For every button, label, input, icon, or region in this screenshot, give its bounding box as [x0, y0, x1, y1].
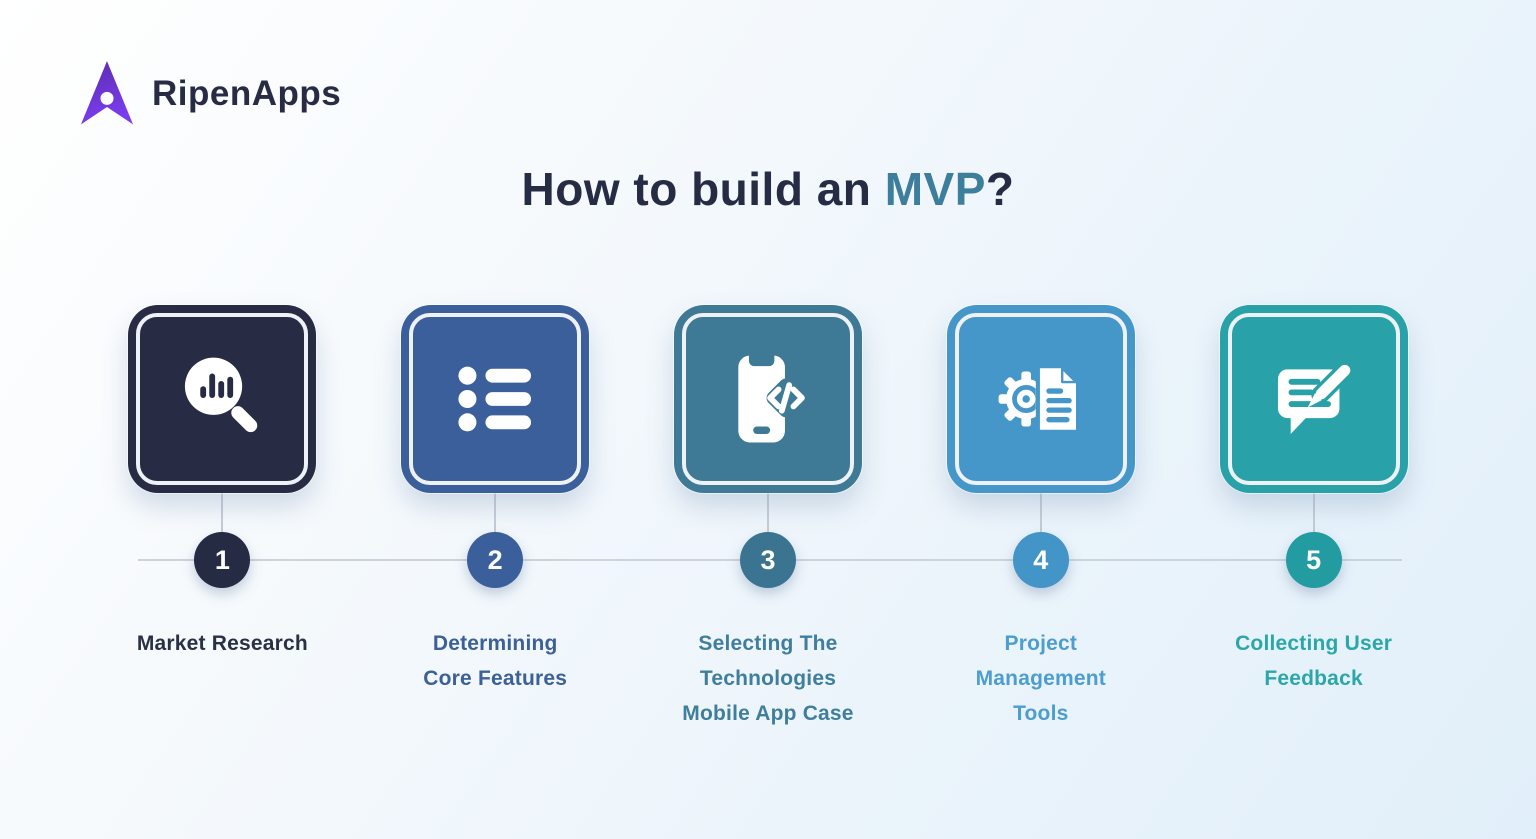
step-1: 1 Market Research [86, 305, 359, 731]
gear-document-icon [998, 367, 1077, 430]
step-3-number-badge: 3 [739, 532, 796, 588]
title-prefix: How to build an [521, 163, 885, 215]
title-suffix: ? [985, 163, 1015, 215]
step-3-label: Selecting The Technologies Mobile App Ca… [682, 632, 854, 725]
step-4-connector-line [1039, 493, 1042, 532]
brand-logo: RipenApps [76, 56, 341, 132]
step-3-card [673, 305, 862, 493]
step-2-label: Determining Core Features [423, 632, 568, 690]
step-4: 4 Project Management Tools [904, 305, 1177, 731]
step-2-card [401, 305, 590, 493]
chat-message-pencil-icon [1277, 359, 1356, 434]
step-1-number-badge: 1 [194, 532, 251, 588]
step-2: 2 Determining Core Features [359, 305, 632, 731]
title-highlight: MVP [884, 163, 986, 215]
step-4-number-badge: 4 [1012, 532, 1069, 588]
step-5-label: Collecting User Feedback [1235, 632, 1393, 690]
step-1-card [128, 305, 317, 493]
step-5-card [1219, 305, 1408, 493]
step-2-number: 2 [487, 544, 503, 575]
step-4-label: Project Management Tools [975, 632, 1106, 725]
steps-row: 1 Market Research 2 Determining Core Fea… [86, 305, 1450, 731]
step-5-connector-line [1312, 493, 1315, 532]
step-3-connector-line [766, 493, 769, 532]
step-2-number-badge: 2 [467, 532, 524, 588]
step-1-connector-line [221, 493, 224, 532]
step-4-number: 4 [1033, 544, 1049, 575]
mobile-app-code-icon [738, 355, 806, 443]
page-title: How to build an MVP? [0, 162, 1536, 216]
step-4-card [946, 305, 1135, 493]
brand-name: RipenApps [152, 74, 342, 113]
step-3: 3 Selecting The Technologies Mobile App … [632, 305, 905, 731]
magnifier-bar-chart-icon [185, 357, 258, 433]
step-5-number-badge: 5 [1285, 532, 1342, 588]
step-1-number: 1 [214, 544, 230, 575]
step-2-connector-line [494, 493, 497, 532]
step-5-number: 5 [1306, 544, 1322, 575]
step-1-label: Market Research [136, 632, 308, 655]
step-3-number: 3 [760, 544, 776, 575]
bulleted-list-icon [458, 366, 532, 432]
ripenapps-arrow-logo-icon [80, 61, 134, 125]
step-5: 5 Collecting User Feedback [1177, 305, 1450, 731]
